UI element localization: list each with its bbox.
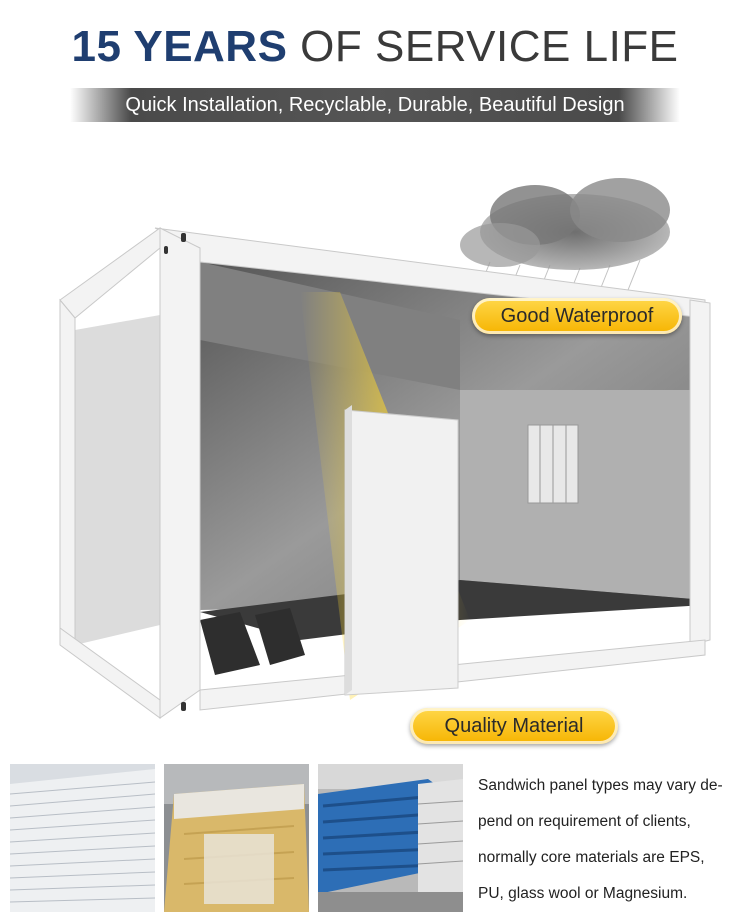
material-label: Quality Material (444, 715, 584, 737)
description-line: Sandwich panel types may vary de- (478, 777, 723, 794)
window-icon (527, 424, 579, 504)
description-line: PU, glass wool or Magnesium. (478, 885, 688, 902)
page-title: 15 YEARS OF SERVICE LIFE (0, 22, 750, 72)
description-line: normally core materials are EPS, (478, 849, 705, 866)
color-steel-panel-photo (318, 764, 463, 912)
sandwich-panel-illustration (344, 405, 459, 696)
panel-description: Sandwich panel types may vary de- pend o… (478, 768, 740, 912)
waterproof-label: Good Waterproof (500, 305, 654, 327)
subtitle-text: Quick Installation, Recyclable, Durable,… (125, 94, 625, 116)
eps-panel-photo (10, 764, 155, 912)
subtitle-banner: Quick Installation, Recyclable, Durable,… (70, 88, 680, 122)
cloud-icon (460, 178, 670, 299)
title-light: OF SERVICE LIFE (300, 22, 679, 71)
material-callout: Quality Material (410, 708, 618, 744)
container-house-illustration (59, 178, 711, 719)
glass-wool-panel-photo (164, 764, 309, 912)
title-strong: 15 YEARS (71, 22, 288, 71)
description-line: pend on requirement of clients, (478, 813, 691, 830)
waterproof-callout: Good Waterproof (472, 298, 682, 334)
